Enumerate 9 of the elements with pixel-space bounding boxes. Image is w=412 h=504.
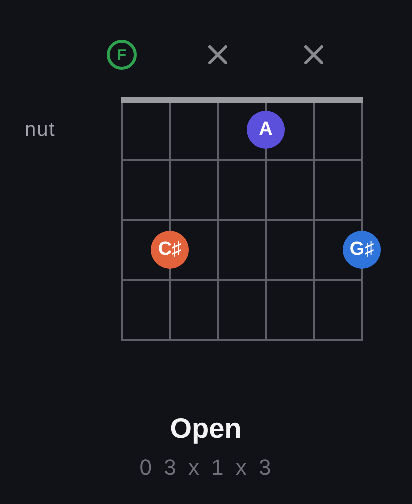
nut-label: nut [25,118,56,142]
mute-x-icon [207,44,229,66]
finger-dot: C♯ [151,231,189,269]
chord-name: Open [170,414,242,444]
mute-x-icon [303,44,325,66]
fingering-text: 0 3 x 1 x 3 [140,455,274,481]
open-string-marker: F [107,40,137,70]
finger-dot: G♯ [343,231,381,269]
finger-dot: A [247,111,285,149]
